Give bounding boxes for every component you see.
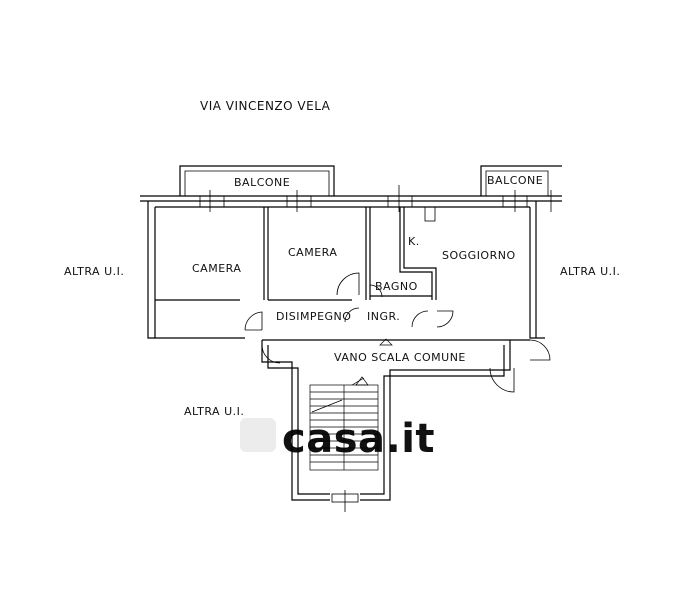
exterior-walls <box>140 185 562 339</box>
label-neighbor-left: ALTRA U.I. <box>64 265 124 278</box>
balcone-left <box>179 165 335 196</box>
watermark-text: casa.it <box>282 416 435 462</box>
label-neighbor-bottom-left: ALTRA U.I. <box>184 405 244 418</box>
label-camera-center: CAMERA <box>288 246 337 259</box>
stair-hall <box>261 338 530 512</box>
interior-walls <box>155 206 437 301</box>
neighbor-labels: ALTRA U.I. ALTRA U.I. ALTRA U.I. <box>64 265 620 418</box>
label-camera-left: CAMERA <box>192 262 241 275</box>
street-label: VIA VINCENZO VELA <box>200 99 331 113</box>
label-bagno: BAGNO <box>375 280 418 293</box>
label-vano-scala: VANO SCALA COMUNE <box>334 351 466 364</box>
label-balcone-left: BALCONE <box>234 176 290 189</box>
door-swings <box>244 272 551 393</box>
label-soggiorno: SOGGIORNO <box>442 249 516 262</box>
room-labels: BALCONE BALCONE CAMERA CAMERA K. SOGGIOR… <box>192 174 543 364</box>
balcone-right <box>480 165 562 196</box>
label-neighbor-right: ALTRA U.I. <box>560 265 620 278</box>
watermark-house-icon <box>240 418 276 452</box>
watermark: casa.it <box>240 416 435 462</box>
staircase <box>309 376 379 471</box>
label-disimpegno: DISIMPEGNO <box>276 310 351 323</box>
label-kitchen: K. <box>408 235 420 248</box>
label-ingresso: INGR. <box>367 310 400 323</box>
label-balcone-right: BALCONE <box>487 174 543 187</box>
